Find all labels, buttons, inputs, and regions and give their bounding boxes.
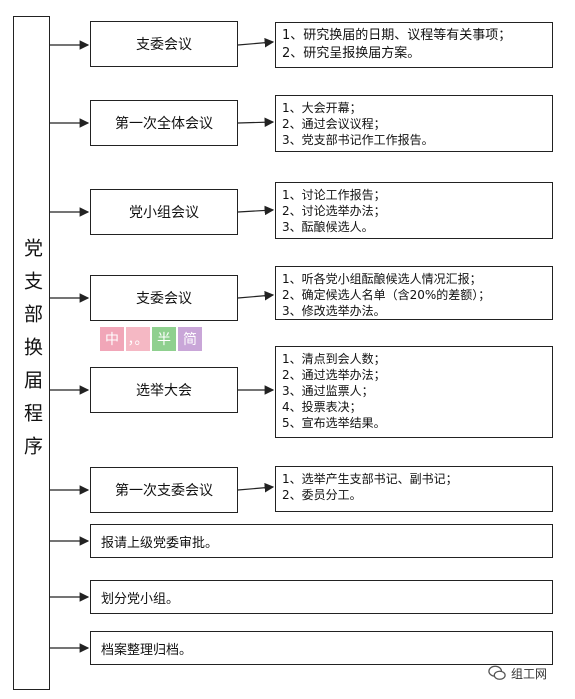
arrow-detail-3 xyxy=(237,205,275,216)
ime-watermark: 中 ，。 半 简 xyxy=(100,327,202,351)
arrow-detail-6 xyxy=(237,482,275,493)
arrow-detail-1 xyxy=(237,37,275,48)
source-logo: 组工网 xyxy=(488,664,547,682)
detail-line: 3、通过监票人； xyxy=(282,384,374,398)
detail-line: 1、讨论工作报告； xyxy=(282,188,386,202)
detail-line: 3、酝酿候选人。 xyxy=(282,220,374,234)
step-label: 支委会议 xyxy=(136,37,192,53)
step-box-4: 支委会议 xyxy=(90,275,238,321)
wm-char-4: 简 xyxy=(178,327,202,351)
detail-box-3: 1、讨论工作报告； 2、讨论选举办法； 3、酝酿候选人。 xyxy=(275,182,553,239)
final-step-1: 报请上级党委审批。 xyxy=(90,524,553,558)
step-label: 党小组会议 xyxy=(129,205,199,221)
final-step-label: 划分党小组。 xyxy=(101,591,180,607)
detail-line: 5、宣布选举结果。 xyxy=(282,416,386,430)
final-step-label: 报请上级党委审批。 xyxy=(101,535,219,551)
detail-line: 3、党支部书记作工作报告。 xyxy=(282,133,434,147)
step-box-3: 党小组会议 xyxy=(90,189,238,235)
detail-line: 1、清点到会人数； xyxy=(282,352,386,366)
final-step-2: 划分党小组。 xyxy=(90,580,553,614)
step-box-1: 支委会议 xyxy=(90,21,238,67)
step-box-6: 第一次支委会议 xyxy=(90,467,238,513)
wm-char-3: 半 xyxy=(152,327,176,351)
step-label: 第一次支委会议 xyxy=(115,483,213,499)
detail-line: 1、大会开幕； xyxy=(282,101,362,115)
wm-char-2: ，。 xyxy=(126,327,150,351)
detail-line: 2、研究呈报换届方案。 xyxy=(282,46,421,61)
step-box-5: 选举大会 xyxy=(90,367,238,413)
step-label: 第一次全体会议 xyxy=(115,116,213,132)
logo-text: 组工网 xyxy=(511,666,548,681)
wm-char-1: 中 xyxy=(100,327,124,351)
detail-line: 1、听各党小组酝酿候选人情况汇报； xyxy=(282,272,482,286)
detail-line: 1、选举产生支部书记、副书记； xyxy=(282,472,458,486)
detail-line: 2、确定候选人名单（含20%的差额）； xyxy=(282,288,491,302)
process-title-box: 党支部换届程序 xyxy=(13,16,50,690)
detail-box-4: 1、听各党小组酝酿候选人情况汇报； 2、确定候选人名单（含20%的差额）； 3、… xyxy=(275,266,553,320)
detail-line: 2、讨论选举办法； xyxy=(282,204,386,218)
process-title: 党支部换届程序 xyxy=(21,237,43,469)
final-step-3: 档案整理归档。 xyxy=(90,631,553,665)
arrow-detail-2 xyxy=(237,117,275,128)
detail-line: 2、委员分工。 xyxy=(282,488,362,502)
detail-box-2: 1、大会开幕； 2、通过会议议程； 3、党支部书记作工作报告。 xyxy=(275,95,553,152)
detail-box-5: 1、清点到会人数； 2、通过选举办法； 3、通过监票人； 4、投票表决； 5、宣… xyxy=(275,346,553,438)
detail-line: 2、通过会议议程； xyxy=(282,117,386,131)
detail-line: 1、研究换届的日期、议程等有关事项； xyxy=(282,28,512,43)
detail-line: 4、投票表决； xyxy=(282,400,362,414)
detail-box-6: 1、选举产生支部书记、副书记； 2、委员分工。 xyxy=(275,466,553,512)
step-box-2: 第一次全体会议 xyxy=(90,100,238,146)
arrow-detail-4 xyxy=(237,290,275,301)
detail-line: 2、通过选举办法； xyxy=(282,368,386,382)
wechat-icon xyxy=(488,665,506,680)
detail-box-1: 1、研究换届的日期、议程等有关事项； 2、研究呈报换届方案。 xyxy=(275,22,553,68)
step-label: 选举大会 xyxy=(136,383,192,399)
final-step-label: 档案整理归档。 xyxy=(101,642,193,658)
detail-line: 3、修改选举办法。 xyxy=(282,304,386,318)
step-label: 支委会议 xyxy=(136,291,192,307)
